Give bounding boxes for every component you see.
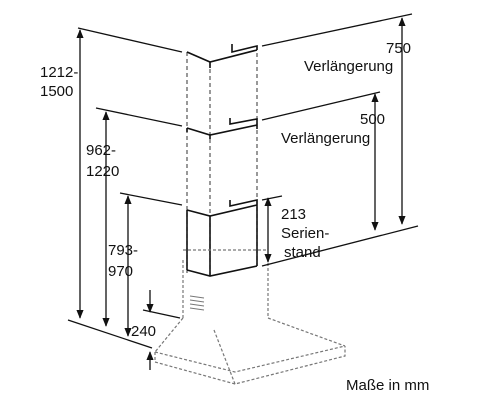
svg-text:Verlängerung: Verlängerung xyxy=(304,58,393,75)
svg-text:970: 970 xyxy=(108,263,133,280)
dimension-lines xyxy=(67,13,419,370)
svg-text:213: 213 xyxy=(281,206,306,223)
chimney-top-section xyxy=(186,44,258,68)
dim-label-750: 750 Verlängerung xyxy=(304,40,411,75)
svg-text:stand: stand xyxy=(284,244,321,261)
units-note: Maße in mm xyxy=(346,377,429,394)
dim-label-240: 240 xyxy=(131,323,156,340)
svg-text:240: 240 xyxy=(131,323,156,340)
grille-vents xyxy=(189,295,205,311)
extension-outline xyxy=(186,46,258,276)
svg-text:962-: 962- xyxy=(86,142,116,159)
hood-canopy xyxy=(154,249,346,385)
dim-label-500: 500 Verlängerung xyxy=(281,111,385,147)
dim-label-793-970: 793- 970 xyxy=(108,242,138,280)
svg-text:1220: 1220 xyxy=(86,163,119,180)
dim-label-1212-1500: 1212- 1500 xyxy=(40,64,78,100)
svg-text:793-: 793- xyxy=(108,242,138,259)
hood-drawing xyxy=(154,44,346,385)
chimney-middle-section xyxy=(186,118,258,139)
svg-text:Serien-: Serien- xyxy=(281,225,329,242)
dim-label-213: 213 Serien- stand xyxy=(281,206,329,261)
svg-text:Verlängerung: Verlängerung xyxy=(281,130,370,147)
svg-text:1212-: 1212- xyxy=(40,64,78,81)
chimney-standard-section xyxy=(186,199,258,277)
svg-text:1500: 1500 xyxy=(40,83,73,100)
svg-text:500: 500 xyxy=(360,111,385,128)
dim-label-962-1220: 962- 1220 xyxy=(86,142,119,180)
svg-text:750: 750 xyxy=(386,40,411,57)
